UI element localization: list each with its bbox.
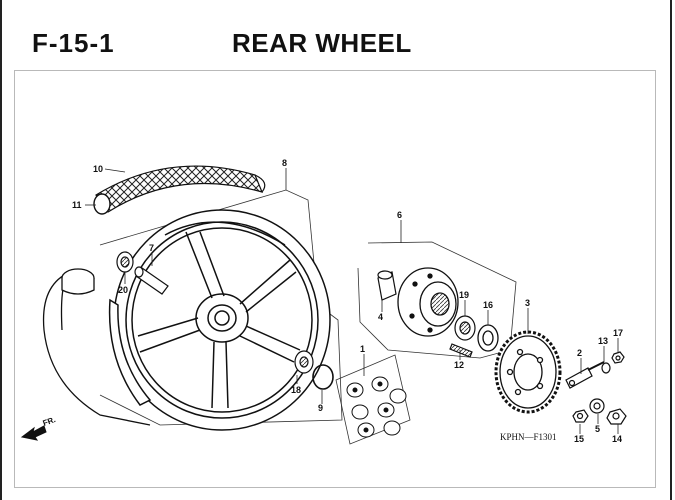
callout-labels: 10 11 8 7 20 6 4 19 16 3 12 1 18 9 2 13 … (72, 158, 623, 444)
rear-wheel-rim (108, 209, 331, 431)
diagram-code: F-15-1 (32, 28, 115, 58)
callout-17: 17 (613, 328, 623, 338)
callout-7: 7 (149, 243, 154, 253)
direction-label: FR. (42, 415, 57, 428)
callout-12: 12 (454, 360, 464, 370)
callout-18: 18 (291, 385, 301, 395)
callout-9: 9 (318, 403, 323, 413)
driven-flange (397, 267, 459, 337)
o-ring (312, 364, 334, 390)
callout-6: 6 (397, 210, 402, 220)
diagram-frame (14, 70, 656, 488)
drawing-reference: KPHN—F1301 (500, 432, 557, 442)
adjuster-nut-13 (601, 362, 611, 374)
direction-arrow-icon: FR. (20, 415, 57, 441)
page-edge-left (0, 0, 2, 500)
diagram-title: REAR WHEEL (232, 28, 412, 58)
leader-lines (85, 168, 619, 434)
callout-11: 11 (72, 200, 82, 210)
callout-8: 8 (282, 158, 287, 168)
callout-20: 20 (118, 285, 128, 295)
lock-nut-17 (611, 351, 625, 364)
callout-14: 14 (612, 434, 622, 444)
damper-set (335, 354, 411, 445)
callout-16: 16 (483, 300, 493, 310)
axle-sleeve (134, 266, 169, 295)
inner-tube-valve-ring (93, 193, 111, 215)
callout-19: 19 (459, 290, 469, 300)
nut-15 (572, 409, 589, 423)
driven-sprocket (494, 330, 562, 414)
callout-1: 1 (360, 344, 365, 354)
chain-adjuster (565, 361, 605, 389)
distance-collar (377, 270, 397, 301)
callout-4: 4 (378, 312, 383, 322)
callout-3: 3 (525, 298, 530, 308)
callout-15: 15 (574, 434, 584, 444)
bearing-right (294, 350, 314, 374)
nut-14 (606, 408, 627, 425)
hub-group-outline (357, 241, 517, 359)
callout-2: 2 (577, 348, 582, 358)
collar-5 (589, 398, 605, 414)
stud-bolt (449, 343, 473, 358)
tire-sidewall (42, 268, 151, 426)
oil-seal (477, 324, 499, 352)
callout-10: 10 (93, 164, 103, 174)
page-edge-right (670, 0, 672, 500)
tire-upper (93, 165, 266, 215)
bearing-flange (454, 315, 476, 341)
bearing-left (116, 251, 134, 273)
callout-13: 13 (598, 336, 608, 346)
callout-5: 5 (595, 424, 600, 434)
